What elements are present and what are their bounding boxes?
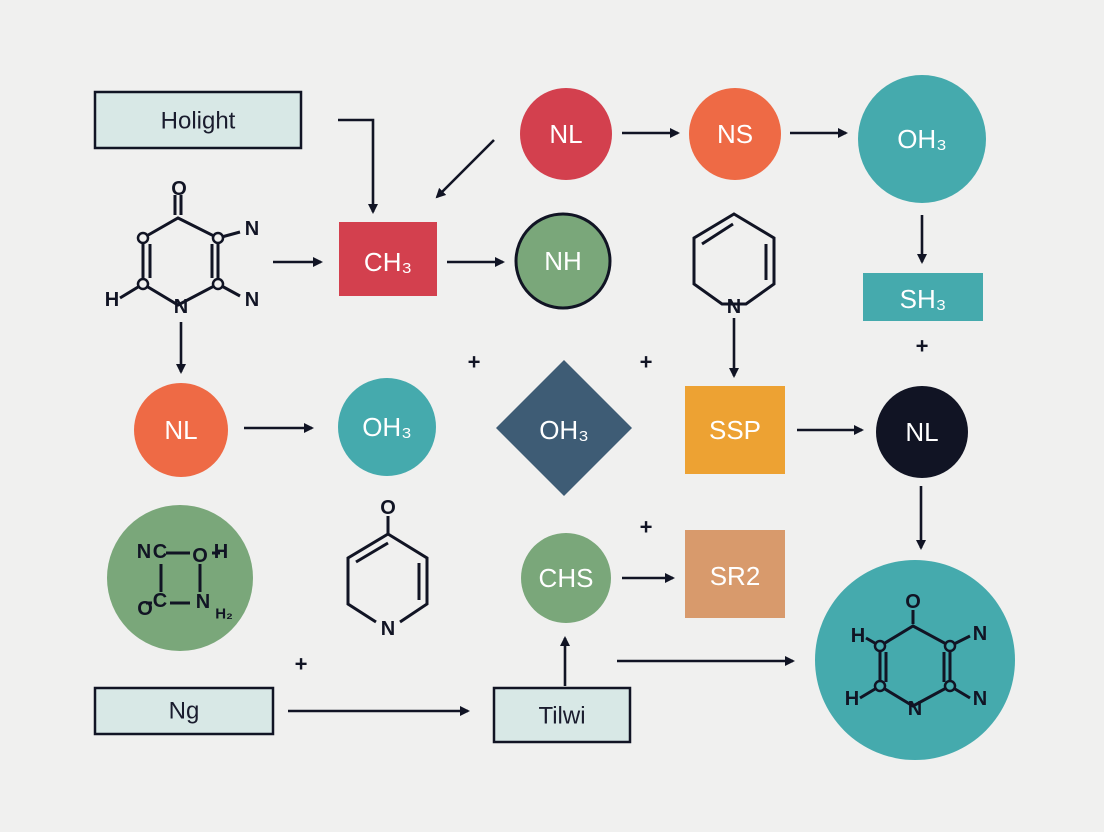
- svg-text:OH₃: OH₃: [362, 412, 412, 442]
- plus-sign: +: [640, 350, 653, 375]
- svg-text:SR2: SR2: [710, 561, 761, 591]
- atom-n: N: [973, 688, 987, 710]
- node-ns-top: NS: [689, 88, 781, 180]
- atom-h: H: [214, 541, 228, 563]
- svg-text:OH₃: OH₃: [539, 415, 589, 445]
- tilwi-label: Tilwi: [538, 703, 585, 730]
- holight-label: Holight: [161, 108, 236, 135]
- ring-molecule-1: O N N H N: [105, 178, 259, 318]
- arrow-holight-to-ch3: [338, 118, 378, 214]
- svg-text:OH₃: OH₃: [897, 124, 947, 154]
- svg-text:SH₃: SH₃: [900, 284, 947, 314]
- pyridine-molecule-1: N: [692, 212, 776, 318]
- node-chs: CHS: [521, 533, 611, 623]
- holight-box: Holight: [93, 90, 303, 150]
- atom-c: C: [153, 541, 167, 563]
- plus-signs: + + + + +: [295, 334, 929, 677]
- svg-text:NS: NS: [717, 119, 753, 149]
- svg-text:CHS: CHS: [539, 563, 594, 593]
- atom-n: N: [381, 618, 395, 640]
- arrow-nl-to-ch3: [435, 139, 495, 199]
- plus-sign: +: [916, 334, 929, 359]
- svg-text:CH₃: CH₃: [364, 247, 412, 277]
- atom-h: H: [105, 289, 119, 311]
- atom-o: O: [380, 497, 396, 519]
- ng-label: Ng: [169, 698, 200, 725]
- atom-n: N: [137, 541, 151, 563]
- svg-text:NL: NL: [549, 119, 582, 149]
- node-oh3-mid: OH₃: [338, 378, 436, 476]
- plus-sign: +: [468, 350, 481, 375]
- node-ch3: CH₃: [339, 222, 437, 296]
- svg-text:NL: NL: [164, 415, 197, 445]
- big-teal-molecule: O H N H N N: [815, 560, 1015, 760]
- plus-sign: +: [640, 515, 653, 540]
- ng-box: Ng: [93, 686, 275, 736]
- svg-text:SSP: SSP: [709, 415, 761, 445]
- atom-o: O: [137, 598, 153, 620]
- svg-text:NH: NH: [544, 246, 582, 276]
- node-nh: NH: [514, 212, 612, 310]
- node-ssp: SSP: [685, 386, 785, 474]
- node-sh3: SH₃: [863, 273, 983, 321]
- node-oh3-top: OH₃: [858, 75, 986, 203]
- node-nl-mid: NL: [134, 383, 228, 477]
- atom-o: O: [192, 545, 208, 567]
- atom-n: N: [174, 296, 188, 318]
- arrows: [176, 118, 927, 716]
- atom-n: N: [973, 623, 987, 645]
- atom-h: H: [851, 625, 865, 647]
- node-nl-dark: NL: [876, 386, 968, 478]
- atom-h2: H₂: [215, 606, 233, 623]
- atom-n: N: [245, 218, 259, 240]
- plus-sign: +: [295, 652, 308, 677]
- atom-n: N: [908, 698, 922, 720]
- node-sr2: SR2: [685, 530, 785, 618]
- atom-n: N: [196, 591, 210, 613]
- svg-text:NL: NL: [905, 417, 938, 447]
- tilwi-box: Tilwi: [492, 686, 632, 744]
- node-nl-top: NL: [520, 88, 612, 180]
- pyridine-molecule-2: O N: [346, 497, 429, 640]
- green-circle-molecule: N C O H O C N H₂: [107, 505, 253, 651]
- node-oh3-diamond: OH₃: [496, 360, 632, 496]
- atom-o: O: [171, 178, 187, 200]
- atom-n: N: [245, 289, 259, 311]
- atom-c: C: [153, 590, 167, 612]
- atom-h: H: [845, 688, 859, 710]
- atom-n: N: [727, 296, 741, 318]
- atom-o: O: [905, 591, 921, 613]
